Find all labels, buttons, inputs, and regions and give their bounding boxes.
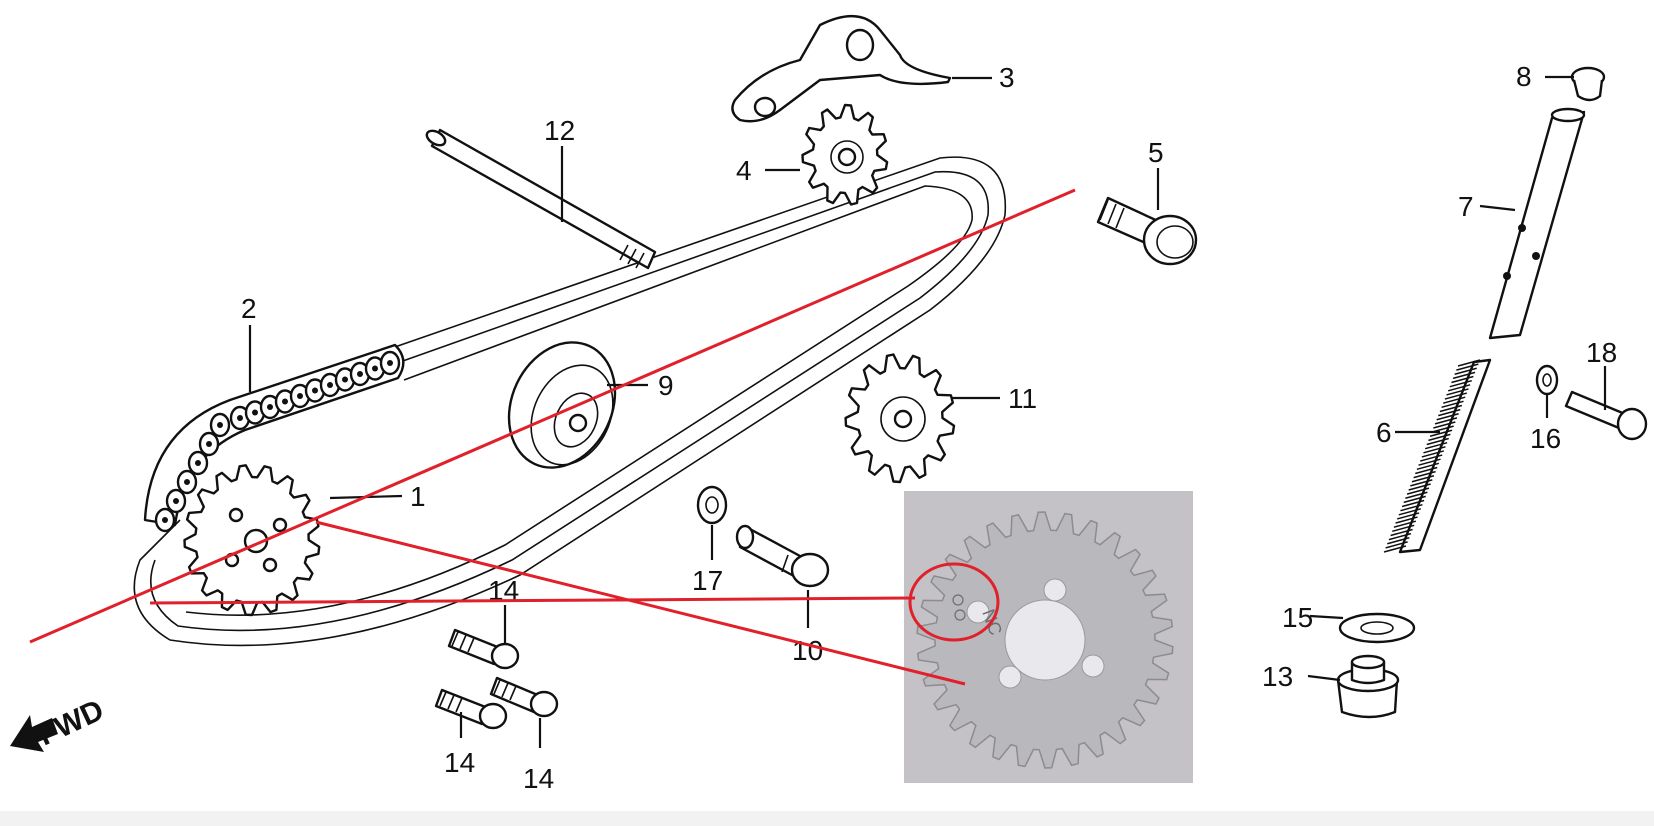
part-3-bracket [731, 14, 952, 123]
part-16-washer [1535, 364, 1559, 396]
part-6-spring [1383, 358, 1492, 554]
callout-numbers: 1 2 3 4 5 6 7 8 9 10 11 12 13 14 14 14 1… [241, 61, 1617, 794]
callout-8: 8 [1516, 61, 1532, 92]
part-1-timing-sprocket [183, 464, 321, 617]
annotation-circle-marking [908, 562, 1000, 642]
callout-7: 7 [1458, 191, 1474, 222]
part-10-bolt [735, 524, 830, 588]
callout-13: 13 [1262, 661, 1293, 692]
part-11-tensioner-sprocket [844, 353, 956, 484]
part-15-sealing-washer [1338, 612, 1416, 644]
part-18-bolt [1564, 390, 1648, 441]
part-12-shaft [425, 128, 657, 270]
callout-5: 5 [1148, 137, 1164, 168]
callout-6: 6 [1376, 417, 1392, 448]
callout-18: 18 [1586, 337, 1617, 368]
bottom-strip [0, 811, 1654, 826]
part-13-plug-bolt [1336, 654, 1400, 719]
callout-11: 11 [1008, 383, 1037, 414]
fwd-label: FWD [33, 694, 109, 753]
part-4-idler-sprocket [801, 103, 889, 206]
callout-3: 3 [999, 62, 1015, 93]
callout-9: 9 [658, 370, 674, 401]
annotation-line-long [29, 188, 1076, 644]
part-5-bolt [1096, 196, 1198, 266]
callout-1: 1 [410, 481, 426, 512]
annotation-line-to-photo [315, 520, 966, 686]
part-9-chain-guide-roller [507, 341, 617, 469]
callout-2: 2 [241, 293, 257, 324]
annotation-line-to-marking [149, 596, 916, 605]
cam-chain-loop [133, 156, 1007, 647]
callout-15: 15 [1282, 602, 1313, 633]
fwd-arrow-icon [10, 715, 58, 752]
callout-14-left: 14 [444, 747, 475, 778]
callout-14-right: 14 [523, 763, 554, 794]
callout-16: 16 [1530, 423, 1561, 454]
callout-10: 10 [792, 635, 823, 666]
part-14-bolts [434, 628, 559, 730]
callout-4: 4 [736, 155, 752, 186]
sprocket-photo-inset: NC [904, 491, 1193, 783]
callout-17: 17 [692, 565, 723, 596]
part-7-tensioner-tube [1488, 107, 1586, 340]
part-17-washer [696, 485, 728, 525]
part-2-cam-chain [143, 343, 405, 533]
callout-12: 12 [544, 115, 575, 146]
fwd-direction-indicator: FWD [10, 694, 109, 753]
part-8-cap-bolt [1570, 66, 1606, 102]
red-annotations [29, 188, 1076, 686]
